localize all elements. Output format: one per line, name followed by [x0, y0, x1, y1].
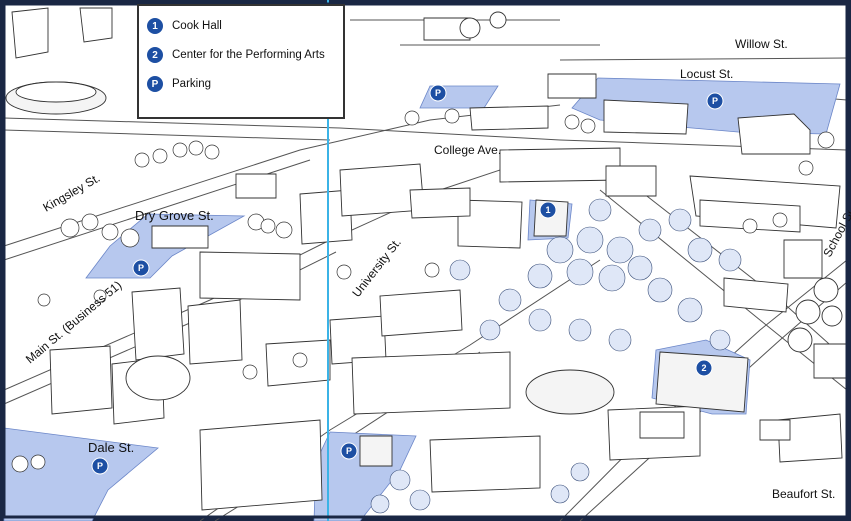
legend-item-cook-hall[interactable]: 1 Cook Hall — [147, 16, 222, 36]
marker-1-icon: 1 — [147, 18, 163, 34]
legend-label: Center for the Performing Arts — [172, 49, 325, 61]
parking-marker-locust[interactable]: P — [706, 92, 724, 110]
svg-text:P: P — [346, 446, 352, 456]
svg-text:2: 2 — [701, 363, 706, 373]
street-label-college: College Ave. — [434, 143, 501, 157]
map-marker-performing-arts[interactable]: 2 — [695, 359, 713, 377]
legend-label: Cook Hall — [172, 20, 222, 32]
street-label-locust: Locust St. — [680, 67, 733, 81]
map-marker-cook-hall[interactable]: 1 — [539, 201, 557, 219]
svg-text:1: 1 — [545, 205, 550, 215]
street-label-dale: Dale St. — [88, 440, 134, 455]
trees — [11, 108, 835, 514]
parking-marker-dale[interactable]: P — [91, 457, 109, 475]
parking-icon: P — [147, 76, 163, 92]
svg-text:P: P — [712, 96, 718, 106]
legend-label: Parking — [172, 78, 211, 90]
svg-text:P: P — [138, 263, 144, 273]
parking-marker-south[interactable]: P — [340, 442, 358, 460]
street-label-dry-grove: Dry Grove St. — [135, 208, 214, 223]
legend-item-performing-arts[interactable]: 2 Center for the Performing Arts — [147, 45, 325, 65]
parking-marker-north[interactable]: P — [429, 84, 447, 102]
parking-marker-dry-grove[interactable]: P — [132, 259, 150, 277]
street-label-beaufort: Beaufort St. — [772, 487, 835, 501]
svg-text:P: P — [435, 88, 441, 98]
map-legend: 1 Cook Hall 2 Center for the Performing … — [137, 4, 345, 119]
marker-2-icon: 2 — [147, 47, 163, 63]
street-label-willow: Willow St. — [735, 37, 788, 51]
svg-text:P: P — [97, 461, 103, 471]
legend-item-parking[interactable]: P Parking — [147, 74, 211, 94]
